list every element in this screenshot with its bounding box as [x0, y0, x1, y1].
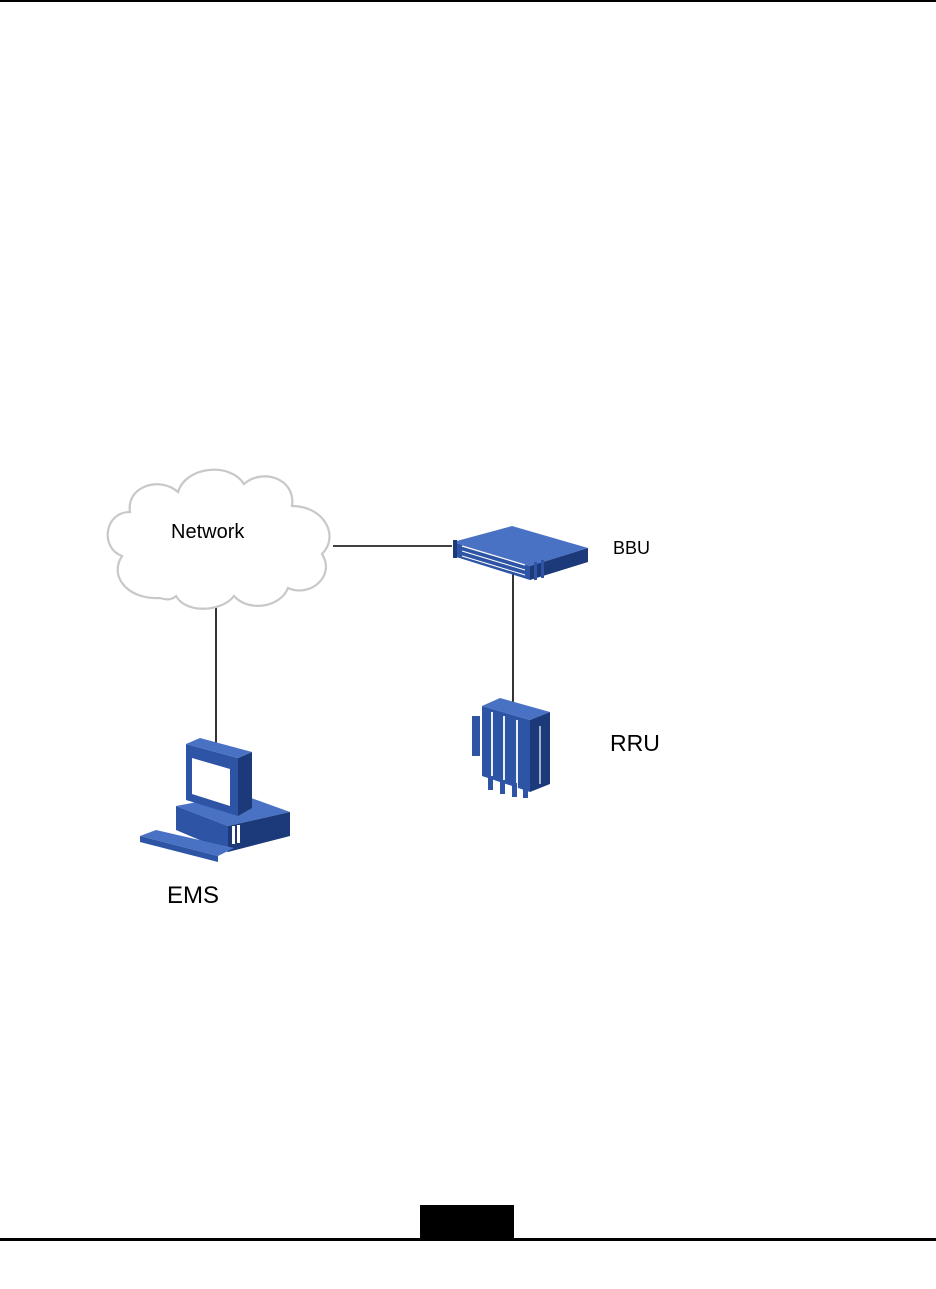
- rru-label: RRU: [610, 730, 660, 757]
- network-label: Network: [171, 521, 244, 544]
- bbu-rack-icon: [453, 526, 588, 580]
- bbu-label: BBU: [613, 538, 650, 559]
- rru-unit-icon: [472, 698, 550, 798]
- ems-label: EMS: [167, 882, 219, 910]
- page-number-tab: [420, 1205, 514, 1239]
- computer-icon: [140, 738, 290, 862]
- footer-rule: [0, 1238, 936, 1241]
